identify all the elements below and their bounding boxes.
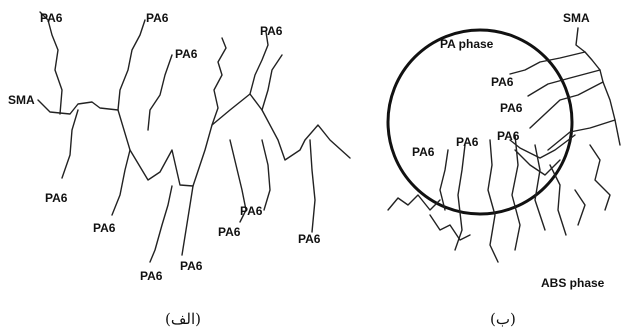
left-graft-9 <box>150 186 172 262</box>
left-pa6-label-11: PA6 <box>180 259 203 273</box>
abs-chain-2 <box>430 215 470 240</box>
right-caption: (ب) <box>490 310 516 328</box>
right-graft-4 <box>548 120 615 150</box>
right-pa6-label-1: PA6 <box>491 75 514 89</box>
left-graft-1 <box>40 12 62 114</box>
left-pa6-label-6: PA6 <box>93 221 116 235</box>
left-sma-label: SMA <box>8 93 35 107</box>
left-graft-6 <box>262 55 282 110</box>
left-graft-4 <box>212 38 226 125</box>
left-graft-3 <box>148 55 172 130</box>
left-graft-13 <box>262 140 270 210</box>
abs-chain-9 <box>590 145 610 210</box>
pa-phase-label: PA phase <box>440 37 494 51</box>
left-graft-8 <box>112 150 130 215</box>
right-graft-1 <box>510 52 585 74</box>
right-sma-backbone <box>576 28 620 145</box>
right-pa6-label-4: PA6 <box>456 135 479 149</box>
right-pa6-label-5: PA6 <box>412 145 435 159</box>
right-panel: SMA PA phase PA6 PA6 PA6 PA6 PA6 ABS pha… <box>388 11 620 328</box>
left-graft-12 <box>310 140 315 232</box>
left-pa6-label-7: PA6 <box>240 204 263 218</box>
left-panel: SMA PA6 PA6 PA6 PA6 PA6 PA6 PA6 PA6 PA6 … <box>8 11 350 328</box>
left-sma-backbone <box>38 94 350 186</box>
left-graft-2 <box>118 20 145 110</box>
pa-phase-circle <box>388 30 572 214</box>
left-graft-5 <box>250 32 268 94</box>
right-sma-label: SMA <box>563 11 590 25</box>
right-pa6-label-3: PA6 <box>497 129 520 143</box>
left-pa6-label-8: PA6 <box>218 225 241 239</box>
right-pa6-label-2: PA6 <box>500 101 523 115</box>
abs-chain-5 <box>488 140 498 262</box>
left-caption: (الف) <box>165 310 201 328</box>
abs-chain-1 <box>388 195 440 210</box>
left-pa6-label-4: PA6 <box>260 24 283 38</box>
left-pa6-label-3: PA6 <box>175 47 198 61</box>
abs-phase-label: ABS phase <box>541 276 605 290</box>
abs-chain-8 <box>550 165 566 235</box>
abs-chain-10 <box>575 190 585 225</box>
left-graft-10 <box>182 186 193 255</box>
left-pa6-label-2: PA6 <box>146 11 169 25</box>
left-pa6-label-9: PA6 <box>298 232 321 246</box>
left-pa6-label-10: PA6 <box>140 269 163 283</box>
abs-chain-6 <box>512 135 520 250</box>
abs-chain-3 <box>440 150 448 210</box>
left-pa6-label-1: PA6 <box>40 11 63 25</box>
left-pa6-label-5: PA6 <box>45 191 68 205</box>
left-graft-7 <box>62 110 78 178</box>
